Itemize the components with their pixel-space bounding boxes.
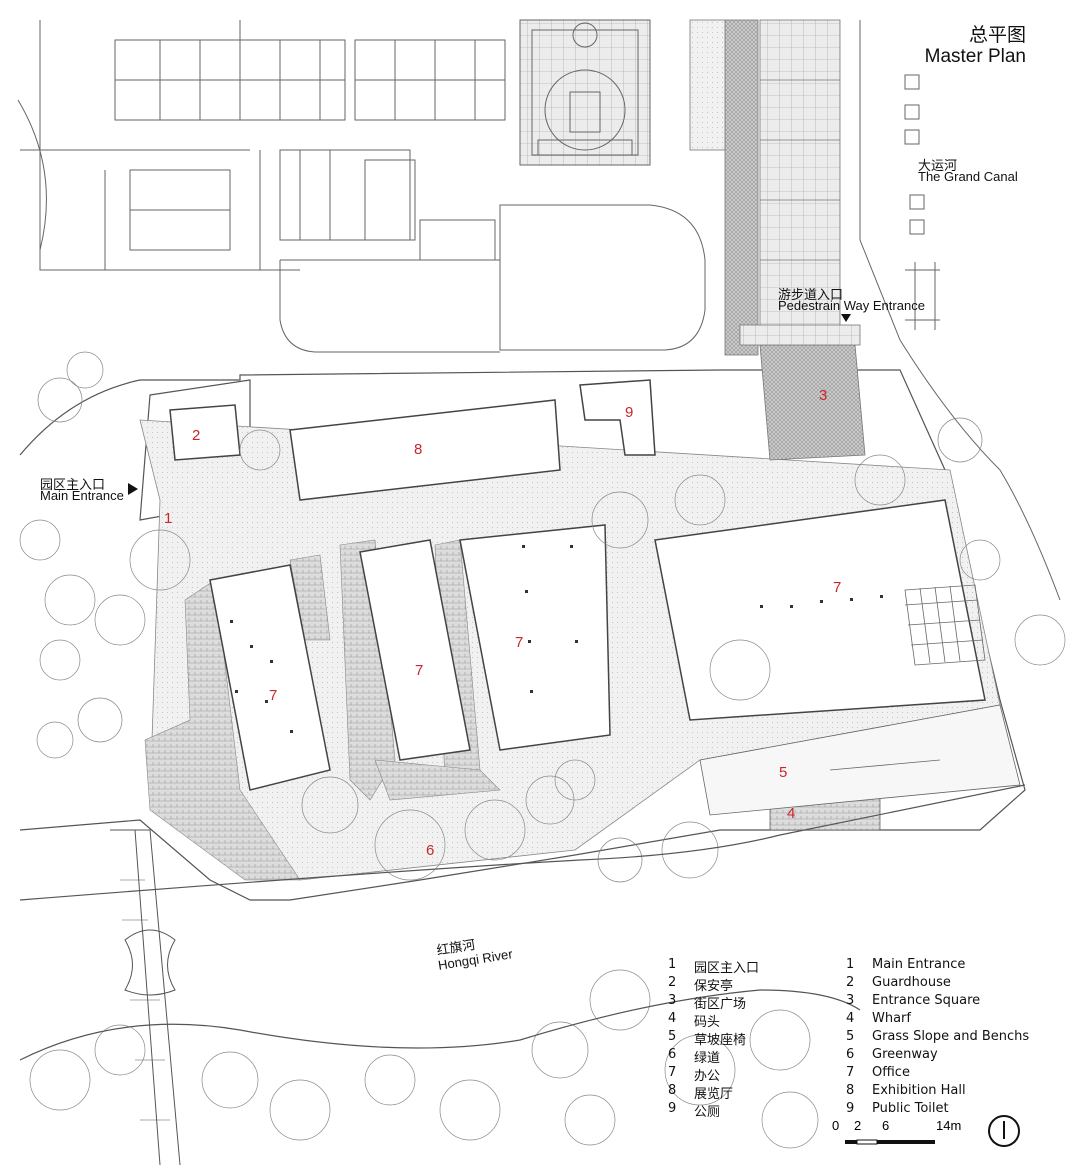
pergola-grid [904,584,986,666]
scale-tick-6: 6 [882,1118,890,1133]
building-columns [230,545,883,733]
legend-label-en: Main Entrance [872,957,966,972]
zone-number-4: 4 [787,805,796,822]
zone-number-2: 2 [192,427,201,444]
legend-label-en: Exhibition Hall [872,1083,966,1098]
zone-number-8: 8 [414,441,423,458]
zone-number-7-c: 7 [515,634,524,651]
legend-label-zh: 园区主入口 [694,961,760,976]
legend-number-en: 6 [846,1047,855,1062]
legend-label-en: Wharf [872,1011,911,1026]
legend-label-en: Greenway [872,1047,938,1062]
river-bank [19,784,1026,1061]
grand-canal-label-en: The Grand Canal [918,169,1018,184]
main-entrance-label-en: Main Entrance [40,488,124,503]
plan-title-zh: 总平图 [968,24,1026,46]
legend-number: 4 [668,1011,677,1026]
parking-lot [17,20,706,353]
pedestrian-entrance-label-en: Pedestrain Way Entrance [778,298,925,313]
legend-label-en: Entrance Square [872,993,981,1008]
legend-label-zh: 街区广场 [694,997,747,1012]
legend-label-zh: 展览厅 [694,1087,734,1102]
legend-number-en: 1 [846,957,855,972]
grand-canal-label-zh: 大运河 [918,159,958,174]
legend-label-zh: 码头 [694,1015,721,1030]
legend-label-zh: 绿道 [694,1051,721,1066]
north-arrow-icon [988,1115,1020,1147]
legend-number: 7 [668,1065,677,1080]
wharf-steps [699,704,1021,831]
legend-number-en: 3 [846,993,855,1008]
basketball-court [519,19,651,166]
zone-number-7-d: 7 [833,579,842,596]
plan-title-en: Master Plan [924,46,1026,67]
scale-tick-14: 14m [936,1118,962,1133]
legend-label-zh: 公厕 [694,1105,721,1120]
legend-label-zh: 保安亭 [694,979,734,994]
greenway-strip [689,19,841,356]
direction-markers [128,314,851,495]
legend-number-en: 4 [846,1011,855,1026]
footbridge [110,829,181,1165]
zone-number-5: 5 [779,764,788,781]
legend-label-en: Grass Slope and Benchs [872,1029,1030,1044]
legend-number: 3 [668,993,677,1008]
legend-label-zh: 办公 [694,1069,721,1084]
pedestrian-entrance-label-zh: 游步道入口 [778,288,844,303]
legend-label-en: Public Toilet [872,1101,949,1116]
legend-number: 9 [668,1101,677,1116]
legend-number-en: 7 [846,1065,855,1080]
entrance-square [739,324,866,461]
zone-number-6: 6 [426,842,435,859]
zone-number-7-b: 7 [415,662,424,679]
scale-bar-labels: 0 2 6 14m [832,1118,972,1146]
zone-number-1: 1 [164,510,173,527]
legend-label-zh: 草坡座椅 [694,1033,747,1048]
legend-number-en: 8 [846,1083,855,1098]
legend-number: 2 [668,975,677,990]
canal-bank [859,20,1061,601]
legend-number-en: 5 [846,1029,855,1044]
legend-number: 6 [668,1047,677,1062]
legend-label-en: Office [872,1065,910,1080]
legend-number: 8 [668,1083,677,1098]
zone-number-7-a: 7 [269,687,278,704]
legend-number: 1 [668,957,677,972]
main-entrance-label-zh: 园区主入口 [40,478,106,493]
legend-number: 5 [668,1029,677,1044]
legend-number-en: 2 [846,975,855,990]
scale-bar [845,1139,935,1145]
zone-number-9: 9 [625,404,634,421]
office-buildings [169,379,986,791]
trees [19,351,1066,1149]
scale-tick-2: 2 [854,1118,862,1133]
legend-number-en: 9 [846,1101,855,1116]
zone-number-3: 3 [819,387,828,404]
legend-label-en: Guardhouse [872,975,951,990]
scale-tick-0: 0 [832,1118,840,1133]
